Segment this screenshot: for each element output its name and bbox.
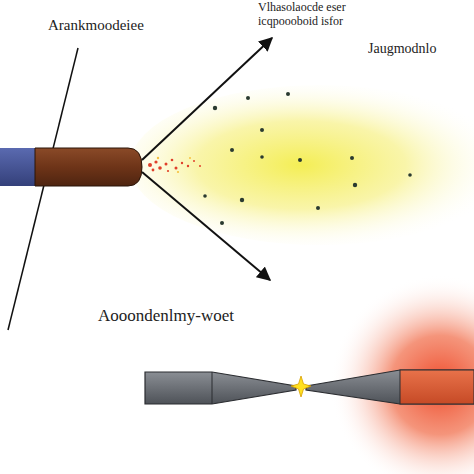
label-text: Arankmoodeiee	[48, 17, 144, 34]
label-text: Jaugmodnlo	[368, 41, 436, 57]
label-text: Vlhasolaocde eser icqpoooboid isfor	[258, 1, 378, 29]
label-text: Aooondenlmy-woet	[98, 306, 234, 326]
